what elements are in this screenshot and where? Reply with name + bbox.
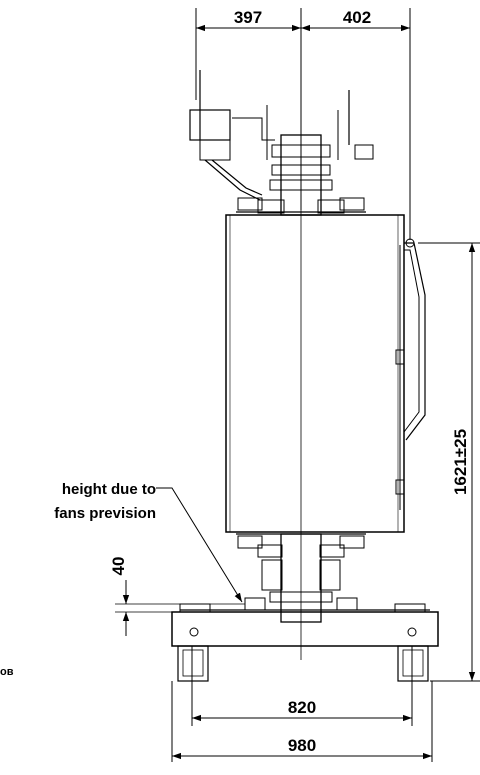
base-frame: [171, 603, 439, 682]
top-dimension: 397 402: [195, 8, 411, 240]
annotation-line-2: fans prevision: [54, 505, 156, 522]
bottom-dimension: 820 980: [171, 646, 433, 762]
cut-off-label: ов: [0, 666, 14, 678]
dim-820-label: 820: [288, 698, 316, 717]
dim-402-label: 402: [343, 8, 371, 27]
height-dimension: 1621±25: [418, 242, 480, 682]
dim-397-label: 397: [234, 8, 262, 27]
annotation-line-1: height due to: [62, 481, 156, 498]
dim-40-label: 40: [109, 557, 128, 576]
dim-height-label: 1621±25: [451, 429, 470, 495]
dim-980-label: 980: [288, 736, 316, 755]
base-offset-dimension: 40: [109, 557, 245, 636]
fans-annotation: height due to fans prevision: [54, 481, 243, 603]
upper-assembly: [189, 70, 374, 216]
tank-body: [225, 214, 426, 533]
